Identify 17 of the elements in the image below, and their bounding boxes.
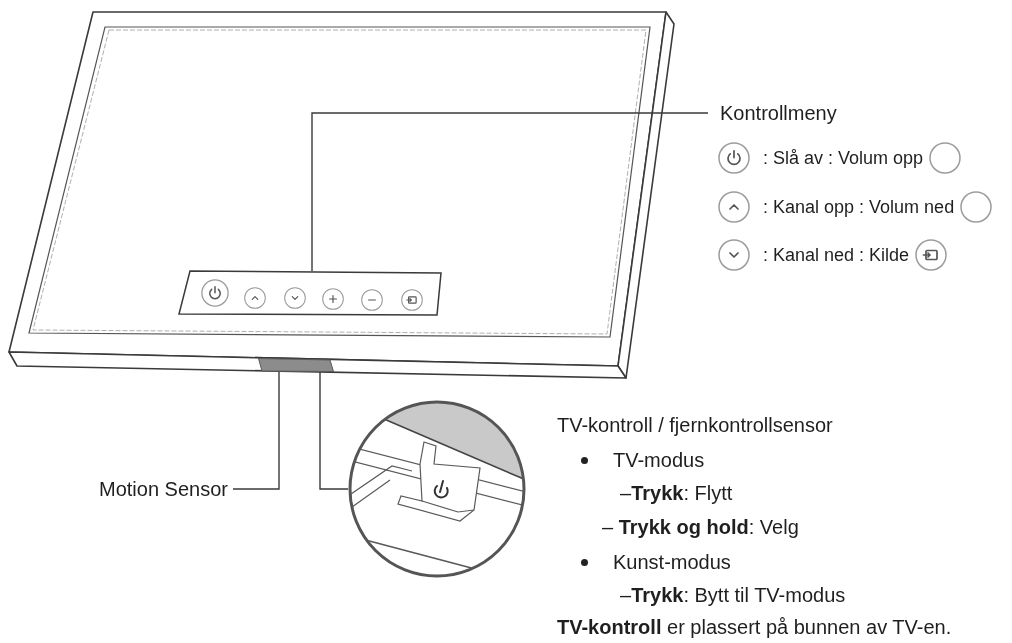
close-up-drawing — [348, 400, 526, 578]
section-heading: TV-kontroll / fjernkontrollsensor — [557, 413, 833, 438]
control-panel — [178, 270, 442, 316]
list-subitem: –Trykk: Bytt til TV-modus — [620, 583, 846, 608]
callout-label: Motion Sensor — [60, 477, 233, 501]
list-item: Kunst-modus — [613, 550, 731, 575]
button-description: : Slå av : Volum opp — [763, 147, 924, 170]
list-item: TV-modus — [613, 448, 705, 473]
list-subitem: –Trykk: Flytt — [620, 481, 733, 506]
button-description: : Kanal opp : Volum ned — [763, 196, 955, 219]
list-subitem: – Trykk og hold: Velg — [602, 515, 799, 540]
leader-line — [319, 371, 349, 490]
callout-label: Kontrollmeny — [708, 101, 837, 125]
note-text: TV-kontroll er plassert på bunnen av TV-en. — [557, 615, 952, 640]
leader-line — [232, 371, 280, 490]
leader-line — [311, 112, 709, 272]
button-description: : Kanal ned : Kilde — [763, 244, 910, 267]
